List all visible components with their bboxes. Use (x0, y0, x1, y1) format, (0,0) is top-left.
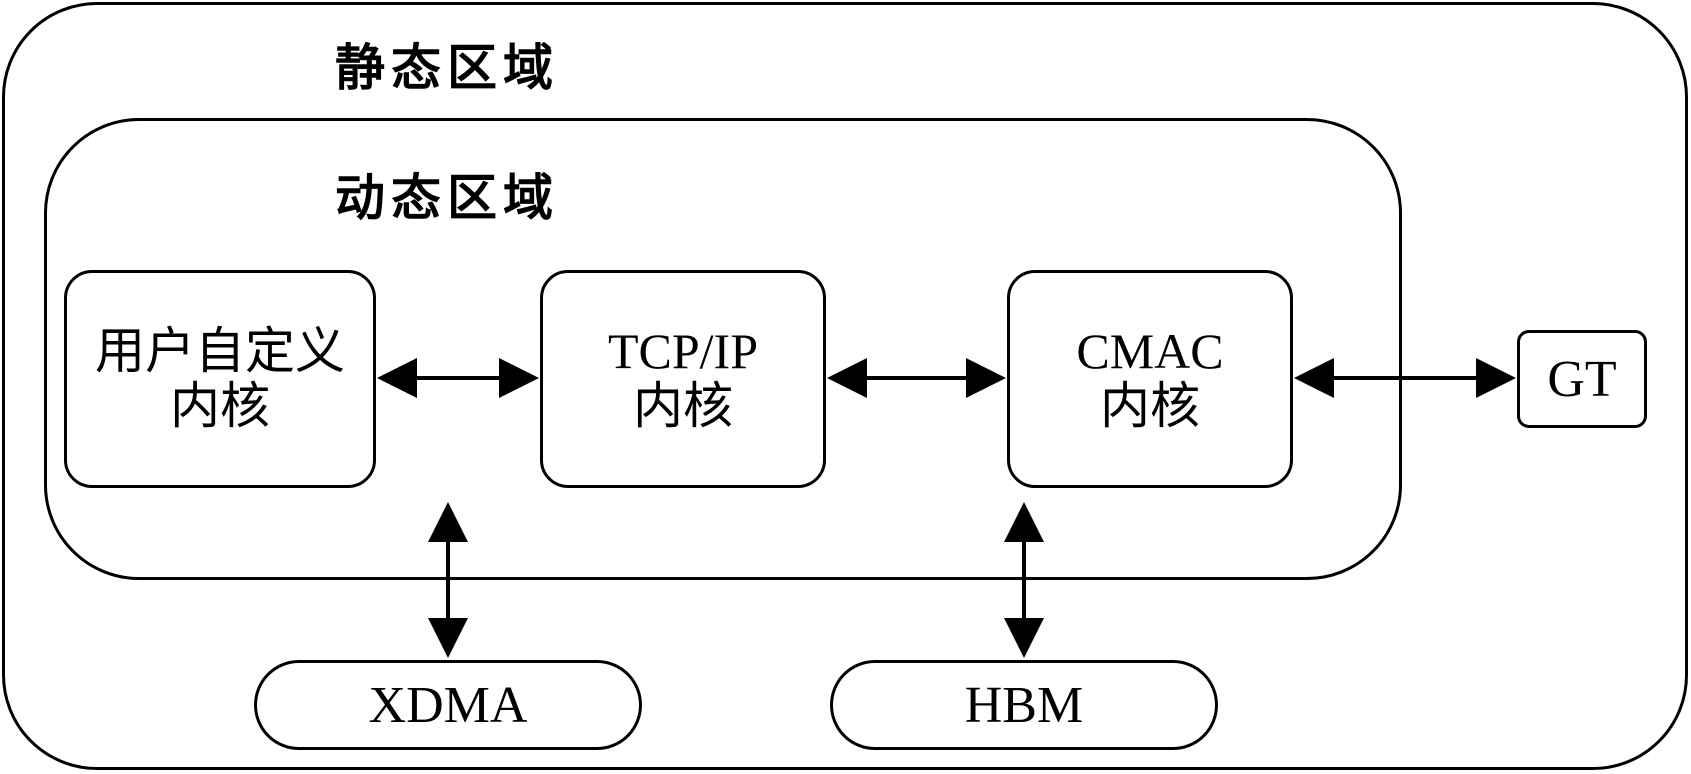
arrow-cmac-hbm (1004, 502, 1044, 658)
cmac-kernel-box: CMAC 内核 (1007, 270, 1293, 488)
arrow-tcpip-cmac (827, 358, 1006, 398)
tcpip-kernel-label-line1: TCP/IP (607, 323, 759, 379)
arrow-dynamic-xdma (428, 502, 468, 658)
xdma-box: XDMA (254, 660, 642, 750)
tcpip-kernel-label-line2: 内核 (633, 378, 733, 434)
dynamic-region-title: 动态区域 (335, 169, 559, 227)
hbm-label: HBM (964, 676, 1084, 734)
user-kernel-label-line2: 内核 (170, 378, 270, 434)
cmac-kernel-label-line2: 内核 (1100, 378, 1200, 434)
user-kernel-box: 用户自定义 内核 (64, 270, 376, 488)
tcpip-kernel-box: TCP/IP 内核 (540, 270, 826, 488)
user-kernel-label-line1: 用户自定义 (95, 323, 345, 379)
cmac-kernel-label-line1: CMAC (1076, 323, 1224, 379)
gt-box: GT (1517, 330, 1647, 428)
arrow-user-tcpip (377, 358, 539, 398)
gt-label: GT (1547, 350, 1617, 408)
xdma-label: XDMA (368, 676, 528, 734)
arrow-cmac-gt (1294, 358, 1516, 398)
dynamic-region (44, 118, 1402, 580)
hbm-box: HBM (830, 660, 1218, 750)
static-region-title: 静态区域 (335, 39, 559, 97)
